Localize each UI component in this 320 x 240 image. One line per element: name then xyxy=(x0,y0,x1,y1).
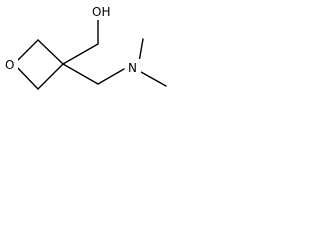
nitrogen-atom-label: N xyxy=(128,61,137,75)
bond-quaternary-ch2n xyxy=(62,63,99,85)
bond-ring-c-top-spiro xyxy=(37,39,64,65)
hydroxyl-group-label: OH xyxy=(92,5,110,19)
bond-n-methyl-right xyxy=(140,71,167,87)
oxygen-atom-label: O xyxy=(5,58,14,72)
bond-quaternary-ch2 xyxy=(62,43,99,65)
bond-n-methyl-up xyxy=(138,38,144,63)
bond-ch2-n xyxy=(97,68,125,85)
bond-ring-spiro-c-bottom xyxy=(37,63,64,90)
structure-diagram: O OH N xyxy=(3,4,167,90)
